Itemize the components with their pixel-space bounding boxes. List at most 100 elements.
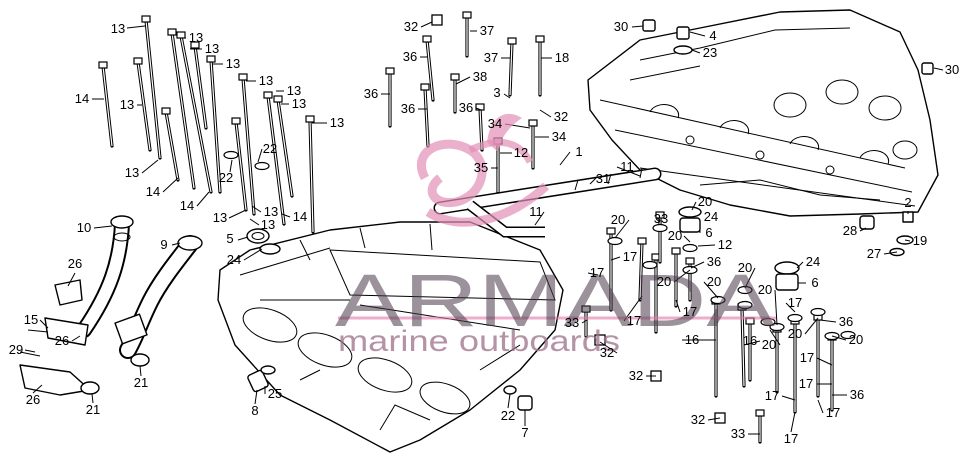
bolt [133, 57, 152, 152]
callout-36: 36 [839, 314, 853, 329]
callout-9: 9 [160, 237, 167, 252]
callout-8: 8 [251, 403, 258, 418]
washer [223, 150, 239, 160]
callout-13: 13 [111, 21, 125, 36]
leader-line [237, 236, 249, 241]
callout-20: 20 [611, 212, 625, 227]
callout-13: 13 [125, 165, 139, 180]
leader-line [455, 76, 471, 85]
callout-13: 13 [292, 96, 306, 111]
callout-24: 24 [227, 252, 241, 267]
bolt [745, 317, 755, 382]
callout-25: 25 [268, 386, 282, 401]
callout-34: 34 [552, 129, 566, 144]
callout-13: 13 [205, 41, 219, 56]
bolt [422, 35, 435, 102]
callout-33: 33 [731, 426, 745, 441]
oil-pipe [433, 167, 662, 238]
leader-line [534, 211, 545, 226]
callout-18: 18 [555, 50, 569, 65]
watermark-tagline: marine outboards [338, 325, 620, 358]
callout-24: 24 [806, 254, 820, 269]
bolt [98, 61, 114, 148]
bolt [450, 73, 460, 114]
callout-34: 34 [488, 116, 502, 131]
washer [682, 243, 698, 253]
callout-17: 17 [799, 376, 813, 391]
washer [737, 300, 753, 310]
bracket-26 [19, 279, 91, 396]
leader-line [420, 21, 433, 28]
callout-36: 36 [459, 100, 473, 115]
callout-32: 32 [404, 19, 418, 34]
nut [594, 334, 606, 346]
lower-crankcase [217, 221, 564, 453]
leader-line [817, 399, 824, 414]
callout-31: 31 [596, 171, 610, 186]
leader-line [743, 340, 761, 346]
watermark-brand: ARMADA [335, 259, 776, 342]
leader-line [91, 393, 94, 404]
leader-line [781, 395, 796, 401]
callout-24: 24 [704, 209, 718, 224]
leader-line [228, 209, 247, 219]
leader-line [257, 148, 263, 163]
callout-6: 6 [705, 225, 712, 240]
washer [642, 260, 658, 270]
callout-1: 1 [575, 144, 582, 159]
bolt [581, 305, 591, 338]
bolt [305, 115, 315, 234]
leader-line [631, 25, 644, 28]
bolt [606, 227, 616, 312]
washer [607, 236, 623, 246]
bolt [141, 15, 162, 160]
bolt [528, 119, 538, 170]
leader-line [581, 319, 588, 324]
bolt [190, 41, 208, 130]
callout-13: 13 [213, 210, 227, 225]
washer [254, 161, 270, 171]
callout-20: 20 [758, 282, 772, 297]
bolt [206, 55, 222, 194]
leader-line [744, 267, 756, 289]
bolt [161, 107, 180, 182]
leader-line [933, 67, 944, 71]
bolt [655, 211, 665, 264]
leader-line [675, 299, 681, 313]
leader-line [610, 256, 621, 261]
callout-13: 13 [287, 83, 301, 98]
callout-36: 36 [707, 254, 721, 269]
leader-line [691, 201, 697, 211]
oil-filter-pipe [76, 215, 134, 338]
leader-line [503, 93, 511, 99]
callout-28: 28 [843, 223, 857, 238]
callout-21: 21 [86, 402, 100, 417]
callout-19: 19 [913, 233, 927, 248]
bolt [273, 95, 294, 198]
callout-16: 16 [685, 332, 699, 347]
callout-20: 20 [698, 194, 712, 209]
leader-line [683, 235, 691, 243]
leader-line [559, 151, 571, 166]
callout-6: 6 [811, 275, 818, 290]
callout-3: 3 [493, 85, 500, 100]
leader-line [281, 213, 291, 218]
leader-line [831, 335, 847, 341]
callout-13: 13 [189, 30, 203, 45]
callout-20: 20 [738, 260, 752, 275]
bolts-group [98, 11, 856, 444]
leader-line [141, 159, 159, 174]
callout-11: 11 [529, 204, 543, 219]
watermark: ARMADA marine outboards [335, 113, 776, 358]
leader-line [697, 244, 716, 247]
callout-17: 17 [765, 388, 779, 403]
callout-35: 35 [474, 160, 488, 175]
callout-17: 17 [623, 249, 637, 264]
bolt [176, 31, 213, 194]
callout-22: 22 [501, 408, 515, 423]
leader-line [229, 159, 233, 173]
leader-line [769, 329, 781, 346]
leader-line [883, 251, 898, 255]
leader-line [475, 107, 482, 111]
